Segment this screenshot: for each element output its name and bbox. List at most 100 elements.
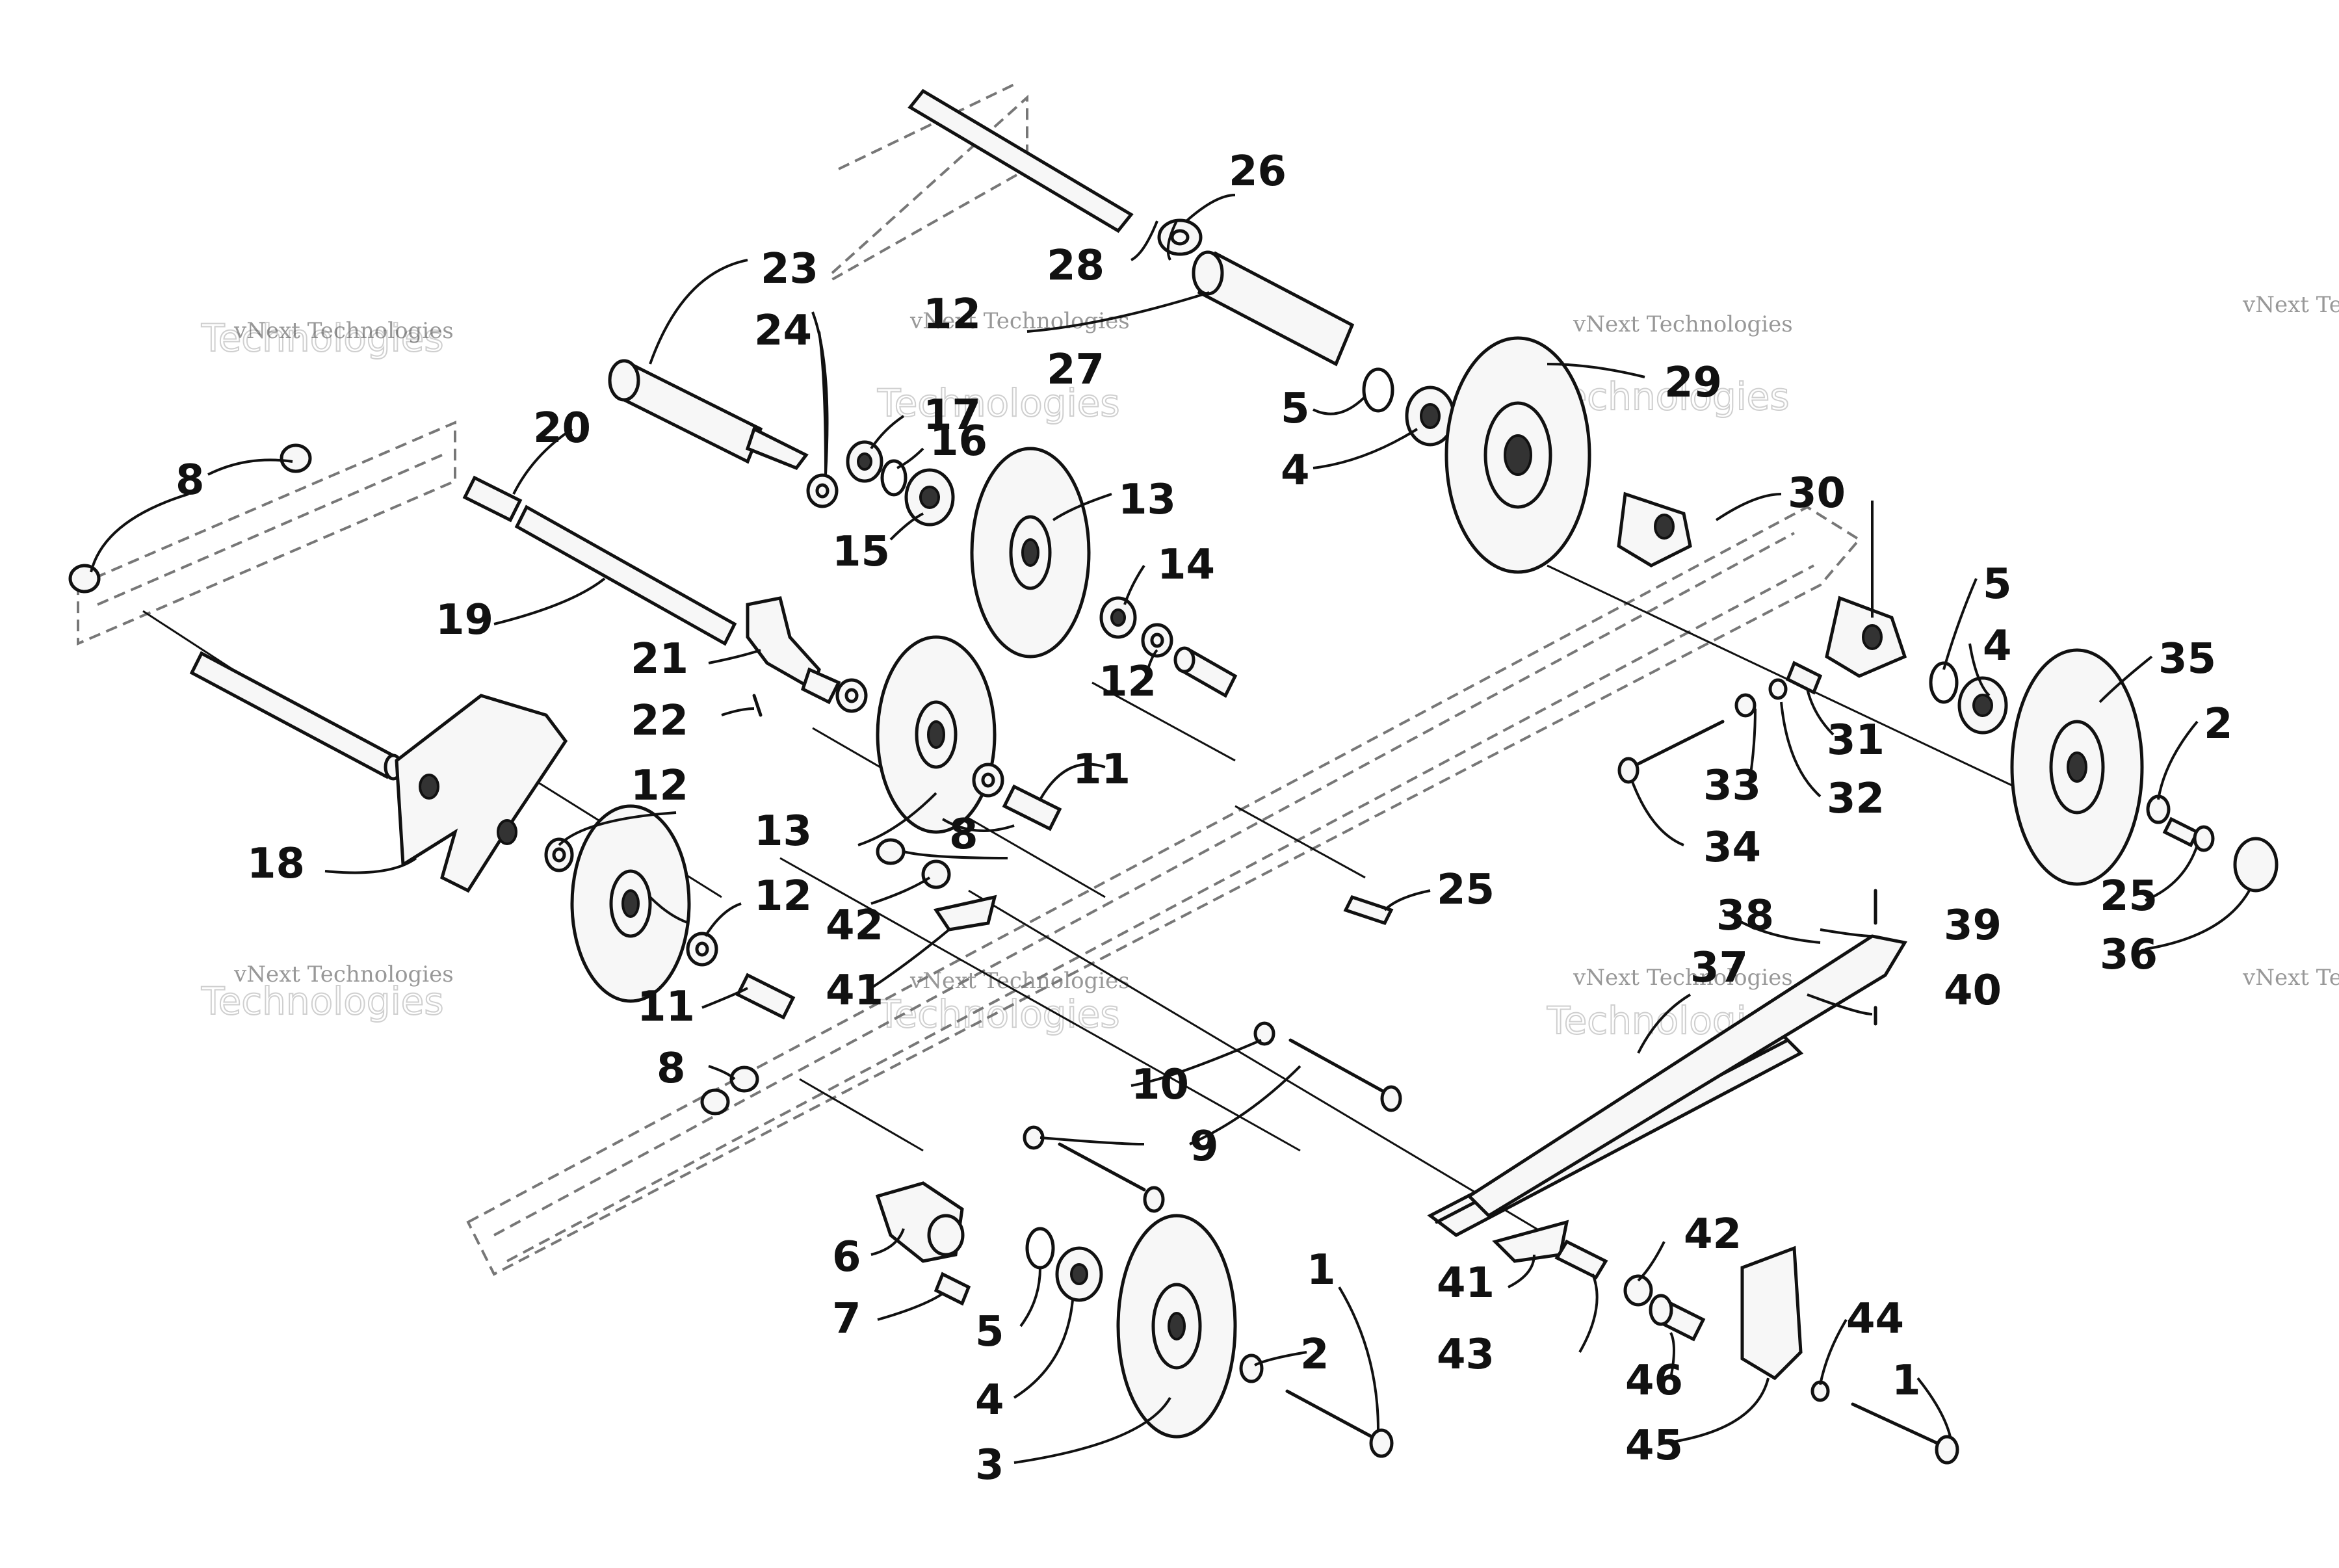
callout-21: 21 [631,635,688,683]
washer-12-top [806,473,839,508]
callout-2-right: 2 [2204,700,2233,748]
callout-25-right: 25 [2100,872,2158,921]
callout-42-upper: 42 [826,902,883,950]
bearing-15 [904,468,955,527]
callout-13-upper: 13 [1118,476,1176,524]
spacer-27 [1192,250,1355,367]
callout-16: 16 [930,417,987,465]
callout-29: 29 [1664,359,1722,407]
roller-shaft-23 [608,359,809,471]
callout-12-b: 12 [1099,658,1156,706]
washer-12-b [1141,623,1173,658]
callout-4-lower: 4 [975,1376,1004,1424]
callout-37: 37 [1690,944,1748,992]
bearing-4-lower [1055,1246,1103,1302]
spacer-46 [1649,1294,1706,1342]
callout-17: 17 [923,391,981,439]
left-rail-upper [77,83,1028,646]
callout-13-mid: 13 [754,807,812,856]
callout-labels: 26 28 23 24 12 27 17 16 15 13 14 5 4 29 … [176,148,2233,1489]
wheel-35 [2010,648,2144,886]
callout-1-lower: 1 [1307,1246,1336,1294]
idler-wheel-29 [1444,336,1591,574]
watermark: vNext Technologies [1573,311,1793,337]
bearing-17 [846,440,883,483]
callout-40: 40 [1944,967,2002,1015]
callout-39: 39 [1944,902,2002,950]
callout-20: 20 [533,404,591,452]
wheel-3 [1116,1214,1237,1439]
bolt-25-mid [1343,895,1394,926]
bolt-7 [934,1272,971,1306]
watermark: vNext Technologies [233,318,454,344]
callout-2-lower: 2 [1300,1331,1329,1379]
washer-10-lower [1023,1125,1045,1150]
washer-42-lower [1623,1274,1653,1307]
washer-2-lower [1239,1353,1264,1383]
watermarks: Technologies vNext Technologies Technolo… [200,292,2339,1043]
callout-26: 26 [1229,148,1287,196]
callout-19: 19 [436,596,493,644]
callout-12-top: 12 [923,291,981,339]
callout-25-mid: 25 [1437,866,1495,914]
spacer-14 [1099,596,1137,639]
snap-ring-5-top [1362,367,1394,413]
bolt-9-lower [1058,1142,1165,1213]
washer-12-mid [835,678,868,713]
hub-30-upper [1617,491,1692,568]
callout-42-lower: 42 [1684,1210,1742,1259]
callout-30: 30 [1788,469,1846,517]
callout-8-lower: 8 [657,1045,686,1093]
bracket-18 [395,694,568,893]
axle-6 [875,1181,965,1263]
callout-5-lower: 5 [975,1308,1004,1356]
callout-8-top: 8 [176,456,205,504]
callout-7: 7 [832,1295,861,1343]
washer-12-c [972,763,1004,798]
watermark: vNext Technologies [233,961,454,987]
cap-36 [2233,837,2279,893]
callout-12-left: 12 [631,762,688,810]
bolt-25-right [2162,817,2215,852]
watermark-big: Technologies [877,381,1120,425]
shaft-20 [462,475,737,646]
wheel-13-upper [970,447,1091,659]
watermark-big: Technologies [1547,374,1790,419]
shaft-19 [189,651,403,781]
callout-28: 28 [1047,242,1104,290]
callout-34: 34 [1703,824,1761,872]
hub-30-lower [1825,595,1907,678]
callout-44: 44 [1846,1295,1904,1343]
clip-41-lower [1492,1220,1569,1263]
bolt-34 [1617,720,1725,784]
end-block-45 [1740,1246,1803,1381]
callout-31: 31 [1827,716,1885,764]
main-slide-rail [466,505,1862,1276]
watermark: vNext Technologies [2242,965,2339,991]
washer-10-upper [1253,1021,1275,1046]
wheel-13-mid [876,635,997,834]
bolt-22 [752,694,763,717]
callout-18: 18 [247,840,305,888]
snap-ring-5-right [1929,661,1959,704]
bushing-11-mid [1002,784,1062,831]
spacer-31 [1785,660,1823,695]
callout-9: 9 [1190,1123,1219,1171]
callout-35: 35 [2158,635,2216,683]
callout-11-upper: 11 [1073,746,1130,794]
callout-27: 27 [1047,346,1104,394]
callout-12-d: 12 [754,872,812,921]
washer-2-right [2146,794,2171,824]
watermark-big: Technologies [201,979,444,1023]
snap-ring-5-lower [1025,1227,1055,1270]
callout-22: 22 [631,697,688,745]
callout-46: 46 [1625,1357,1683,1405]
callout-5-right: 5 [1983,560,2012,608]
washer-42-upper [921,859,951,889]
sleeve-43 [1554,1239,1608,1280]
bearing-4-top [1405,385,1456,447]
bushing-11-upper [1173,646,1238,698]
callout-3: 3 [975,1441,1004,1489]
snap-ring-16 [880,459,908,497]
